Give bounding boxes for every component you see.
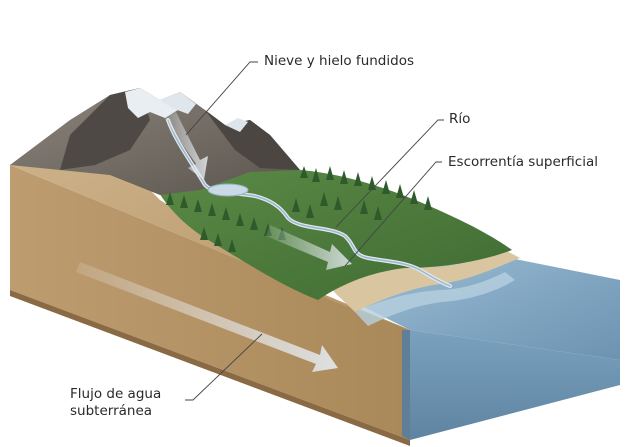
label-river: Río	[449, 111, 471, 127]
mountain-range	[10, 88, 300, 195]
label-groundwater-line1: Flujo de agua	[70, 386, 162, 402]
label-surface-runoff: Escorrentía superficial	[448, 154, 598, 170]
leader-lines	[185, 61, 444, 401]
river	[166, 118, 452, 288]
forest	[166, 166, 432, 252]
grassland	[150, 169, 512, 300]
sea-block	[330, 250, 620, 440]
flow-arrows	[76, 112, 352, 372]
label-groundwater: Flujo de agua subterránea	[70, 386, 161, 420]
label-groundwater-line2: subterránea	[70, 403, 153, 419]
label-snowmelt: Nieve y hielo fundidos	[264, 53, 414, 69]
